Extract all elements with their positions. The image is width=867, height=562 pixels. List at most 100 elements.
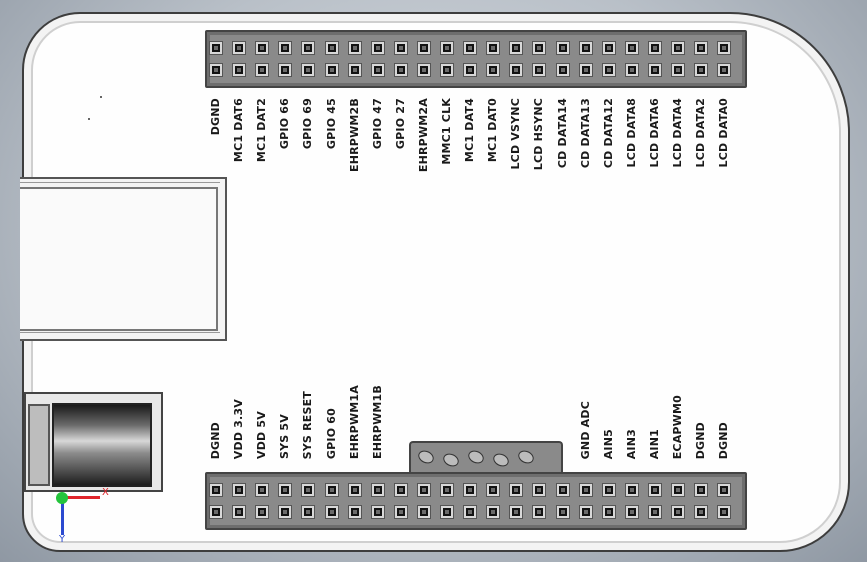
pin-label: GPIO 27	[393, 98, 407, 150]
header-pin	[509, 41, 524, 55]
header-pin	[324, 505, 339, 519]
header-pin	[671, 63, 685, 77]
header-pin	[509, 63, 524, 77]
ethernet-edge-line	[20, 332, 220, 333]
header-pin	[232, 63, 247, 77]
pin-label: MC1 DAT4	[463, 98, 477, 163]
header-pin	[324, 41, 339, 55]
header-pin	[255, 41, 270, 55]
header-pin	[694, 41, 709, 55]
header-pin	[301, 505, 316, 519]
pin-label: AIN3	[624, 429, 638, 460]
header-pin	[278, 63, 293, 77]
pin-label: LCD DATA6	[647, 98, 661, 168]
pin-label: SYS 5V	[278, 414, 292, 460]
axis-x-label: X	[102, 487, 109, 498]
pin-label: MC1 DAT0	[486, 98, 500, 163]
header-pin	[647, 41, 662, 55]
header-pin	[671, 41, 685, 55]
header-pin	[440, 63, 454, 77]
header-pin	[486, 483, 501, 497]
pin-label: EHRPWM2B	[347, 98, 361, 172]
pin-label: LCD HSYNC	[532, 98, 546, 171]
header-pin	[370, 483, 385, 497]
header-pin	[694, 63, 709, 77]
header-pin	[694, 483, 709, 497]
ethernet-jack-opening	[20, 187, 218, 331]
header-pin	[347, 483, 362, 497]
pin-label: CD DATA14	[555, 98, 569, 169]
pin-label: EHRPWM1A	[347, 385, 361, 460]
artifact-dot	[100, 96, 102, 98]
header-pin	[255, 483, 270, 497]
header-pin	[578, 483, 593, 497]
header-pin	[647, 483, 662, 497]
header-pin	[393, 483, 408, 497]
header-pin	[601, 483, 616, 497]
pin-label: GPIO 60	[324, 408, 338, 460]
header-pin	[532, 505, 547, 519]
header-pin	[532, 63, 547, 77]
header-pin	[601, 41, 616, 55]
header-pin	[463, 505, 478, 519]
header-pin	[578, 505, 593, 519]
header-pin	[578, 41, 593, 55]
header-pin	[440, 41, 454, 55]
pin-label: GPIO 45	[324, 98, 338, 150]
header-pin	[209, 63, 223, 77]
header-pin	[370, 505, 385, 519]
header-pin	[532, 41, 547, 55]
axis-origin	[56, 492, 68, 504]
header-pin	[486, 41, 501, 55]
header-pin	[278, 483, 293, 497]
header-pin	[301, 63, 316, 77]
pin-label: LCD VSYNC	[509, 98, 523, 170]
header-pin	[393, 63, 408, 77]
header-pin	[555, 483, 570, 497]
header-pin	[694, 505, 709, 519]
header-pin	[209, 505, 223, 519]
axis-x-arrow	[64, 496, 100, 499]
ethernet-edge-line	[20, 182, 220, 183]
axis-y-label: Y	[59, 534, 66, 545]
pin-label: GPIO 47	[370, 98, 384, 150]
header-pin	[416, 505, 431, 519]
header-pin	[647, 63, 662, 77]
power-jack-barrel	[52, 403, 152, 487]
header-pin	[624, 505, 639, 519]
axis-y-arrow	[61, 497, 64, 535]
header-pin	[578, 63, 593, 77]
header-pin	[601, 505, 616, 519]
header-pin	[463, 483, 478, 497]
pin-label: EHRPWM1B	[370, 385, 384, 459]
pin-label: CD DATA13	[578, 98, 592, 169]
header-pin	[624, 63, 639, 77]
header-pin	[647, 505, 662, 519]
header-pin	[232, 505, 247, 519]
header-pin	[671, 483, 685, 497]
pin-label: LCD DATA4	[671, 98, 684, 168]
header-pin	[717, 63, 732, 77]
header-pin	[416, 483, 431, 497]
header-pin	[717, 483, 732, 497]
header-pin	[278, 41, 293, 55]
header-notch	[409, 441, 563, 476]
pin-label: VDD 3.3V	[232, 399, 246, 460]
header-pin	[255, 505, 270, 519]
header-p9-bottom	[205, 472, 747, 530]
header-pin	[232, 483, 247, 497]
header-pin	[255, 63, 270, 77]
header-pin	[324, 483, 339, 497]
header-pin	[278, 505, 293, 519]
pin-label: SYS RESET	[301, 391, 315, 460]
pin-label: VDD 5V	[255, 411, 269, 459]
pin-label: GND ADC	[578, 401, 592, 460]
header-pin	[416, 63, 431, 77]
header-pin	[440, 483, 454, 497]
pin-label: EHRPWM2A	[416, 98, 430, 173]
header-pin	[393, 505, 408, 519]
header-pin	[440, 505, 454, 519]
header-pin	[717, 41, 732, 55]
pin-label: DGND	[694, 422, 708, 460]
header-pin	[209, 483, 223, 497]
